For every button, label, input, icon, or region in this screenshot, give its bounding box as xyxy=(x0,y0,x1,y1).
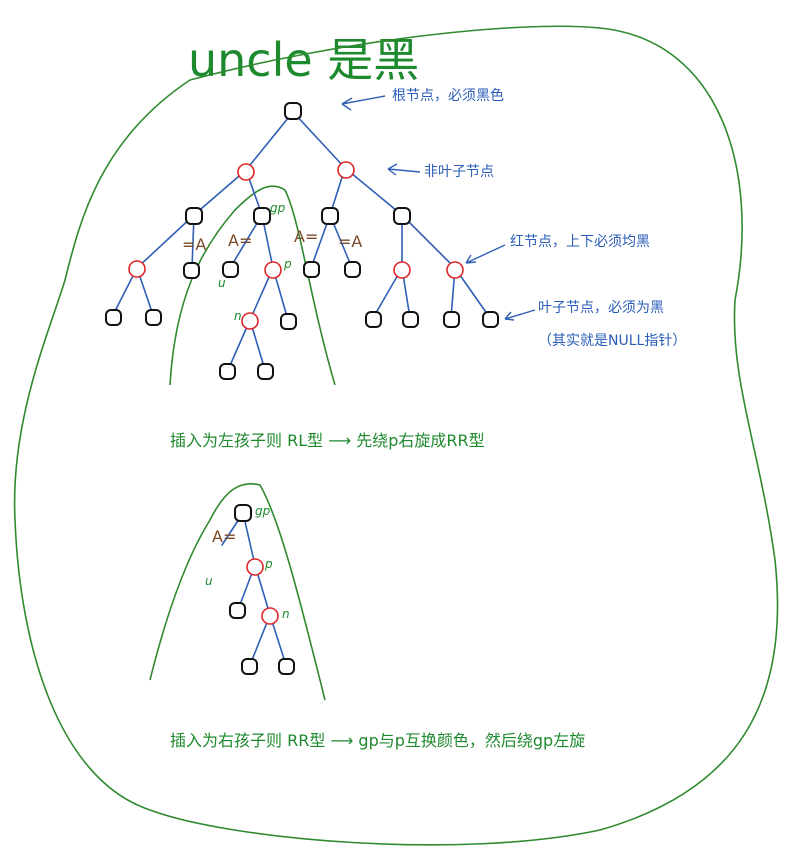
leaf-node xyxy=(402,311,419,328)
tree-nodes-rr xyxy=(229,504,295,675)
red-node xyxy=(237,163,255,181)
n-label: n xyxy=(282,607,290,621)
gp-node xyxy=(234,504,252,522)
rr-caption: 插入为右孩子则 RR型 ⟶ gp与p互换颜色，然后绕gp左旋 xyxy=(170,731,585,750)
leaf-node xyxy=(303,261,320,278)
leaf-node xyxy=(365,311,382,328)
leaf-node xyxy=(241,658,258,675)
black-node xyxy=(321,207,339,225)
n-node xyxy=(241,312,259,330)
u-label: u xyxy=(218,276,226,290)
leaf-node xyxy=(280,313,297,330)
annotations: 根节点，必须黑色 非叶子节点 红节点，上下必须均黑 叶子节点，必须为黑 （其实就… xyxy=(392,87,686,349)
gp-label: gp xyxy=(255,504,271,518)
leaf-node xyxy=(183,262,200,279)
u-node xyxy=(222,261,239,278)
leaf-node xyxy=(482,311,499,328)
leaf-annotation-note: （其实就是NULL指针） xyxy=(538,333,686,349)
annotation-arrows xyxy=(341,95,536,321)
a-mark: A= xyxy=(212,527,236,546)
leaf-node xyxy=(219,363,236,380)
red-node xyxy=(446,261,464,279)
a-mark: A= xyxy=(228,231,252,250)
n-label: n xyxy=(234,309,242,323)
rl-subtree-outline xyxy=(169,185,336,386)
a-mark: =A xyxy=(338,232,362,251)
red-node xyxy=(128,260,146,278)
n-node xyxy=(261,607,279,625)
leaf-node xyxy=(105,309,122,326)
red-node xyxy=(337,161,355,179)
leaf-node xyxy=(443,311,460,328)
a-mark: A= xyxy=(294,227,318,246)
a-mark: =A xyxy=(182,235,206,254)
rr-subtree-outline xyxy=(149,483,326,701)
red-node xyxy=(393,261,411,279)
internal-annotation: 非叶子节点 xyxy=(424,164,494,180)
leaf-node xyxy=(344,261,361,278)
gp-node xyxy=(253,207,271,225)
red-annotation: 红节点，上下必须均黑 xyxy=(510,234,650,250)
p-node xyxy=(246,558,264,576)
u-label: u xyxy=(205,574,213,588)
leaf-node xyxy=(278,658,295,675)
leaf-node xyxy=(257,363,274,380)
leaf-annotation: 叶子节点，必须为黑 xyxy=(538,300,664,316)
p-label: p xyxy=(264,557,273,571)
outer-outline xyxy=(13,25,779,846)
u-node xyxy=(229,602,246,619)
root-annotation: 根节点，必须黑色 xyxy=(392,87,504,104)
gp-label: gp xyxy=(270,201,286,215)
black-node xyxy=(393,207,411,225)
root-node xyxy=(284,102,302,120)
p-node xyxy=(264,261,282,279)
a-marks: =A A= A= =A A= xyxy=(182,227,362,546)
tree-edges-main xyxy=(112,111,491,371)
tree-nodes-main xyxy=(105,102,499,380)
p-label: p xyxy=(283,257,292,271)
node-labels: gp p n u gp p n u xyxy=(205,201,292,621)
leaf-node xyxy=(145,309,162,326)
black-node xyxy=(185,207,203,225)
rl-caption: 插入为左孩子则 RL型 ⟶ 先绕p右旋成RR型 xyxy=(170,431,485,450)
